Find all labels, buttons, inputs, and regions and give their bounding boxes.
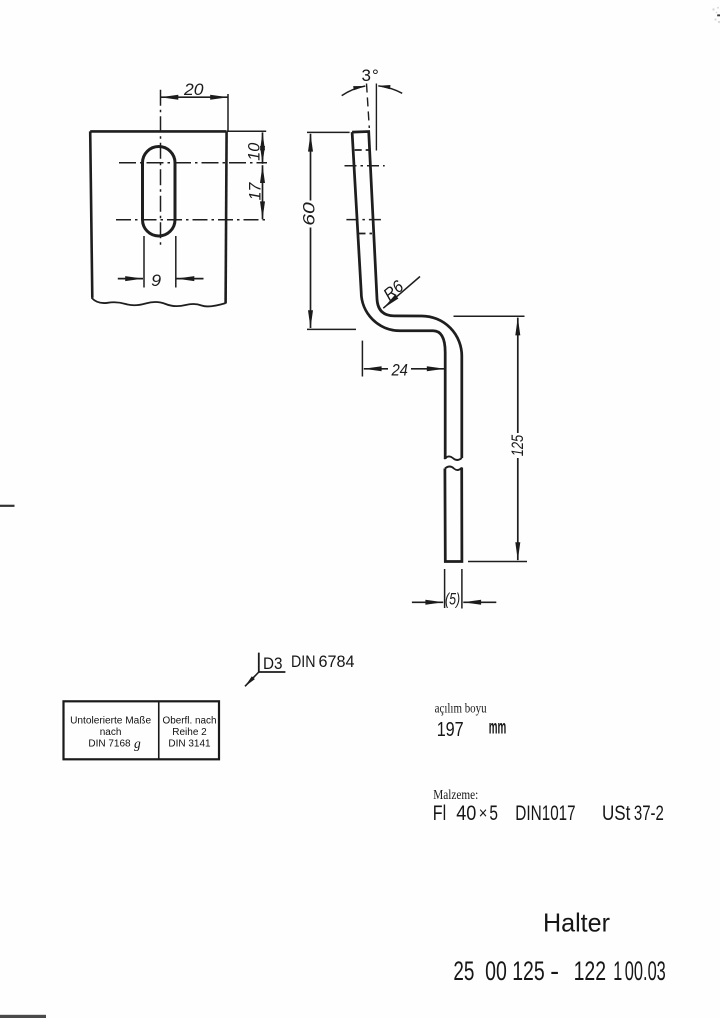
svg-text:37-2: 37-2 bbox=[634, 801, 664, 825]
svg-text:(5): (5) bbox=[445, 590, 460, 609]
svg-text:Untolerierte Maße: Untolerierte Maße bbox=[70, 716, 151, 727]
svg-text:25: 25 bbox=[453, 956, 474, 986]
svg-text:197: 197 bbox=[437, 718, 464, 741]
svg-text:24: 24 bbox=[391, 360, 408, 379]
svg-text:×: × bbox=[479, 804, 488, 823]
svg-text:nach: nach bbox=[100, 727, 122, 738]
svg-text:10: 10 bbox=[245, 142, 264, 161]
svg-text:5: 5 bbox=[489, 801, 498, 825]
svg-text:Malzeme:: Malzeme: bbox=[433, 788, 478, 803]
svg-text:Fl: Fl bbox=[433, 801, 446, 825]
svg-text:D3: D3 bbox=[263, 654, 283, 673]
svg-text:g: g bbox=[134, 736, 141, 751]
svg-text:60: 60 bbox=[300, 202, 319, 226]
svg-text:3°: 3° bbox=[362, 66, 380, 85]
svg-text:-: - bbox=[550, 956, 559, 986]
svg-text:DIN: DIN bbox=[291, 652, 316, 671]
svg-text:Oberfl. nach: Oberfl. nach bbox=[163, 716, 217, 727]
svg-text:DIN: DIN bbox=[515, 801, 542, 825]
svg-text:açılım boyu: açılım boyu bbox=[435, 702, 487, 717]
svg-text:9: 9 bbox=[151, 271, 162, 290]
svg-text:Halter: Halter bbox=[543, 908, 610, 938]
svg-text:40: 40 bbox=[456, 801, 476, 825]
svg-text:R6: R6 bbox=[380, 276, 408, 304]
svg-text:125: 125 bbox=[512, 956, 545, 986]
svg-text:mm: mm bbox=[489, 718, 507, 739]
svg-text:00.03: 00.03 bbox=[625, 956, 666, 986]
svg-text:DIN 3141: DIN 3141 bbox=[168, 739, 211, 750]
svg-text:125: 125 bbox=[508, 434, 527, 456]
svg-text:DIN 7168: DIN 7168 bbox=[88, 739, 131, 750]
svg-text:20: 20 bbox=[183, 80, 204, 99]
svg-text:1017: 1017 bbox=[542, 801, 576, 825]
svg-text:Reihe 2: Reihe 2 bbox=[172, 727, 207, 738]
svg-text:00: 00 bbox=[485, 956, 507, 986]
svg-text:6784: 6784 bbox=[319, 652, 355, 671]
svg-text:122: 122 bbox=[574, 956, 607, 986]
svg-text:USt: USt bbox=[602, 801, 630, 825]
svg-text:17: 17 bbox=[246, 182, 265, 200]
svg-text:1: 1 bbox=[613, 956, 622, 986]
